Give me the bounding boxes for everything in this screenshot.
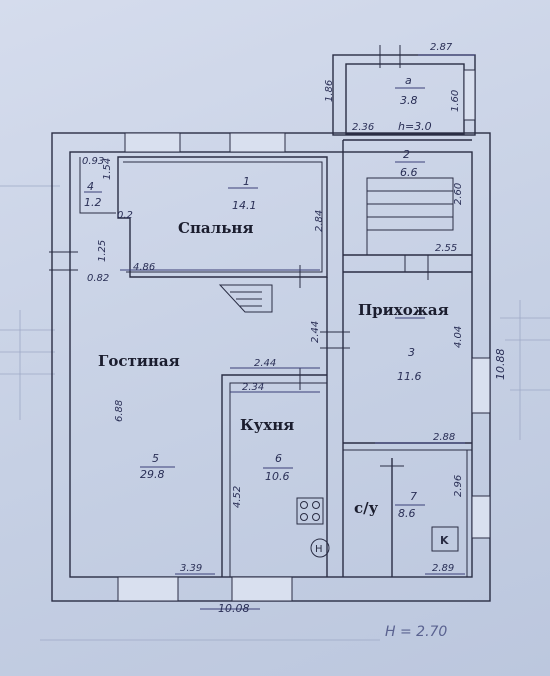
dim-porch-h: h=3.0 — [398, 120, 432, 133]
dim-bedroom-right: 2.84 — [314, 210, 325, 232]
staircase — [218, 177, 454, 313]
stove-icon — [296, 497, 324, 525]
room-area-bathroom: 8.6 — [398, 507, 416, 520]
room-area-closet: 1.2 — [84, 196, 102, 209]
dim-stairs-bottom: 2.55 — [435, 243, 457, 254]
dim-porch-bottom: 2.36 — [352, 122, 374, 133]
room-area-bedroom: 14.1 — [232, 199, 257, 212]
dimension-labels: 2.87 1.86 1.60 2.36 h=3.0 2.60 2.55 0.93… — [82, 42, 507, 640]
dim-closet-top: 0.93 — [82, 156, 104, 167]
dim-living-bottom: 3.39 — [180, 563, 202, 574]
dim-kitchen-top: 2.34 — [242, 382, 264, 393]
ceiling-height: H = 2.70 — [385, 624, 447, 640]
room-area-porch: 3.8 — [400, 94, 418, 107]
room-name-kitchen: Кухня — [240, 416, 294, 434]
dim-porch-depth: 1.60 — [450, 90, 461, 112]
dim-hall-height: 4.04 — [453, 326, 464, 348]
dim-closet-gap: 0.2 — [117, 210, 133, 221]
dim-living-height: 6.88 — [114, 400, 125, 422]
room-name-bathroom: с/у — [354, 499, 379, 517]
room-area-stairs: 6.6 — [400, 166, 418, 179]
dim-total-height: 10.88 — [494, 349, 507, 381]
room-number-kitchen: 6 — [275, 452, 282, 465]
room-name-living: Гостиная — [98, 352, 180, 370]
room-number-porch: a — [405, 74, 412, 87]
dim-bedroom-bottom: 4.86 — [133, 262, 155, 273]
room-number-hall: 3 — [408, 346, 415, 359]
meter-icon — [310, 538, 330, 558]
boiler-label: K — [440, 534, 449, 547]
room-number-closet: 4 — [87, 180, 94, 193]
room-number-living: 5 — [152, 452, 159, 465]
door-marks — [49, 45, 429, 577]
boiler-icon — [431, 526, 459, 552]
dim-corridor-top: 2.44 — [254, 358, 276, 369]
dim-bath-bottom: 2.89 — [432, 563, 454, 574]
background-form-lines — [0, 185, 550, 641]
room-name-bedroom: Спальня — [178, 219, 253, 237]
dim-corridor: 2.44 — [310, 321, 321, 343]
dimension-lines — [84, 54, 475, 610]
room-area-kitchen: 10.6 — [265, 470, 290, 483]
dim-porch-height-left: 1.86 — [324, 80, 335, 102]
dim-closet-side: 1.54 — [102, 158, 113, 180]
meter-label: H — [315, 544, 323, 555]
room-name-hall: Прихожая — [358, 301, 449, 319]
room-number-stairs: 2 — [403, 148, 410, 161]
dim-bath-height: 2.96 — [453, 475, 464, 497]
partitions — [79, 139, 472, 577]
room-names: Спальня Гостиная Прихожая Кухня с/у — [98, 219, 449, 517]
room-number-bathroom: 7 — [410, 490, 417, 503]
room-number-bedroom: 1 — [243, 175, 250, 188]
dim-stairs-depth: 2.60 — [453, 183, 464, 205]
fixtures: H K — [296, 497, 459, 558]
dim-total-width: 10.08 — [218, 602, 250, 615]
dim-hall-bottom: 2.88 — [433, 432, 455, 443]
dim-left-b: 0.82 — [87, 273, 109, 284]
windows — [117, 69, 491, 602]
dim-porch-width: 2.87 — [430, 42, 453, 53]
room-areas: 1 14.1 4 1.2 a 3.8 2 6.6 3 11.6 5 29.8 6… — [84, 74, 422, 520]
room-area-hall: 11.6 — [397, 370, 422, 383]
dim-left-a: 1.25 — [97, 240, 108, 262]
room-area-living: 29.8 — [140, 468, 165, 481]
dim-kitchen-height: 4.52 — [232, 486, 243, 508]
